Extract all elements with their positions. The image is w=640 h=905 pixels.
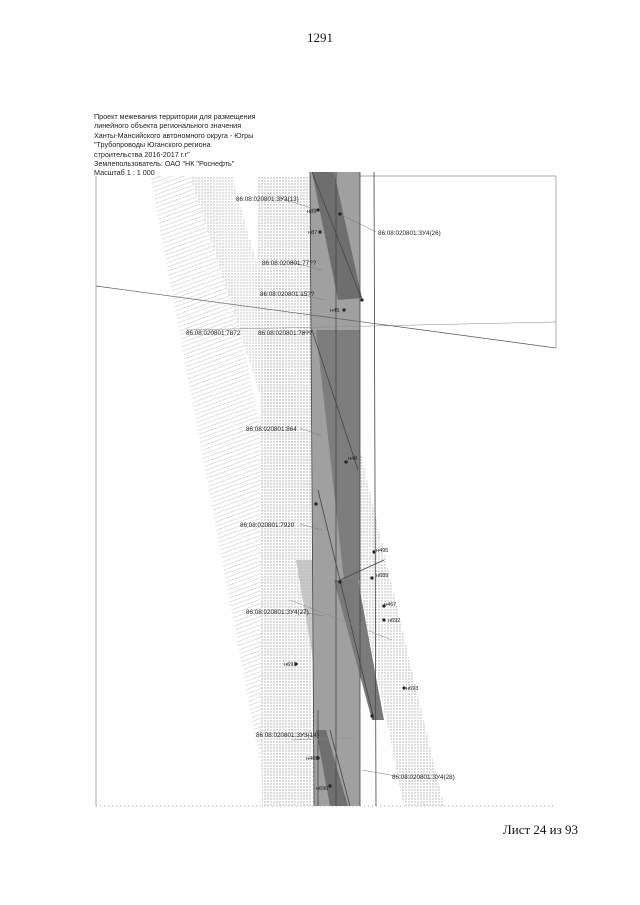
point-label: н467 (384, 602, 396, 608)
point-label: н48 (348, 456, 357, 462)
point-label: н89 (307, 209, 316, 215)
page-number: 1291 (307, 30, 333, 45)
point-label: н495 (376, 548, 388, 554)
title-line: Проект межевания территории для размещен… (94, 112, 256, 121)
parcel-label: 86:08:020801:ЗУ3(13) (236, 196, 299, 203)
title-line: линейного объекта регионального значения (94, 121, 242, 131)
sheet-label: Лист 24 из 93 (502, 822, 578, 837)
point-label: н689 (376, 573, 388, 579)
point-label: н87 (308, 230, 317, 236)
point-label: н693 (406, 686, 418, 692)
title-line: Ханты-Мансийского автономного округа - Ю… (94, 130, 254, 140)
point-label: н690 (316, 786, 328, 792)
title-line: строительства 2016-2017 г.г" (94, 149, 190, 159)
parcel-label: 86:08:020801:ЗУ4(27) (246, 609, 309, 616)
point-label: н469 (306, 756, 318, 762)
map-frame (95, 175, 557, 807)
parcel-label: 86:08:020801:77?? (262, 260, 317, 267)
title-line: Землепользователь: ОАО "НК "Роснефть" (94, 159, 235, 169)
parcel-label: 86:08:020801:ЗУ4(26) (378, 230, 441, 237)
point-label: н692 (388, 618, 400, 624)
point-label: н45 (330, 308, 339, 314)
main-corridor (310, 172, 384, 806)
title-line: "Трубопроводы Юганского региона (94, 140, 211, 150)
parcel-label: 86:08:020801:864 (246, 426, 297, 433)
stippled-corridors (150, 176, 444, 806)
parcel-label: 86:08:020801:7872 (186, 330, 241, 337)
point-label: н691 (284, 662, 296, 668)
scale-line: Масштаб 1 : 1 000 (94, 168, 155, 178)
road-lines (95, 285, 557, 741)
parcel-label: 86:08:020801:ЗУ4(28) (392, 774, 455, 781)
parcel-label: 86:08:020801:78?? (258, 330, 313, 337)
boundary-lines (309, 171, 385, 807)
label-leaders (279, 197, 397, 777)
parcel-label: 86:08:020801:7920 (240, 522, 295, 529)
parcel-label: 86:08:020801:15?? (260, 291, 315, 298)
title-block: Проект межевания территории для размещен… (94, 112, 334, 178)
survey-points (294, 208, 406, 788)
parcel-label: 86:08:020801:ЗУ3(14) (256, 732, 319, 739)
